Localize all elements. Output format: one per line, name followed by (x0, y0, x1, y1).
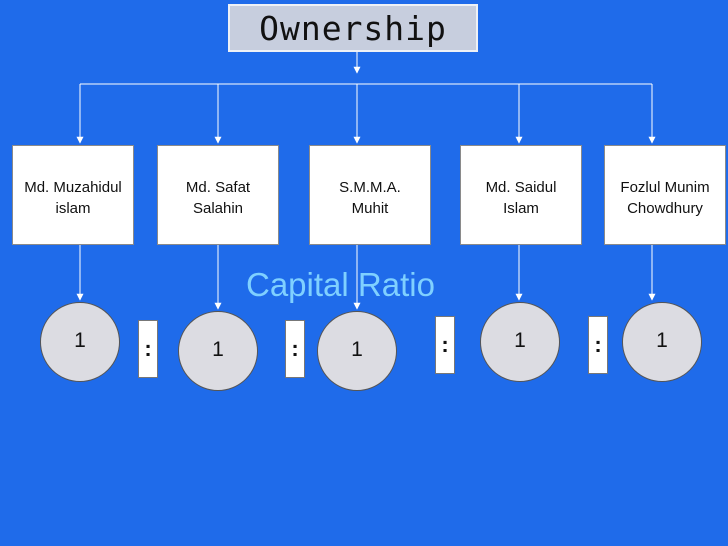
ratio-separator-3: : (435, 316, 455, 374)
share-circle-5: 1 (622, 302, 702, 382)
share-circle-1: 1 (40, 302, 120, 382)
share-circle-2: 1 (178, 311, 258, 391)
ratio-separator-2: : (285, 320, 305, 378)
capital-ratio-heading: Capital Ratio (246, 266, 435, 303)
owner-box-1: Md. Muzahidul islam (12, 145, 134, 245)
owner-box-5: Fozlul Munim Chowdhury (604, 145, 726, 245)
share-value-1: 1 (74, 329, 86, 352)
share-value-2: 1 (212, 338, 224, 361)
ownership-title: Ownership (228, 4, 478, 52)
ratio-separator-1: : (138, 320, 158, 378)
share-value-5: 1 (656, 329, 668, 352)
share-value-4: 1 (514, 329, 526, 352)
share-circle-3: 1 (317, 311, 397, 391)
owner-box-4: Md. Saidul Islam (460, 145, 582, 245)
share-value-3: 1 (351, 338, 363, 361)
share-circle-4: 1 (480, 302, 560, 382)
owner-box-3: S.M.M.A. Muhit (309, 145, 431, 245)
owner-box-2: Md. Safat Salahin (157, 145, 279, 245)
ratio-separator-4: : (588, 316, 608, 374)
